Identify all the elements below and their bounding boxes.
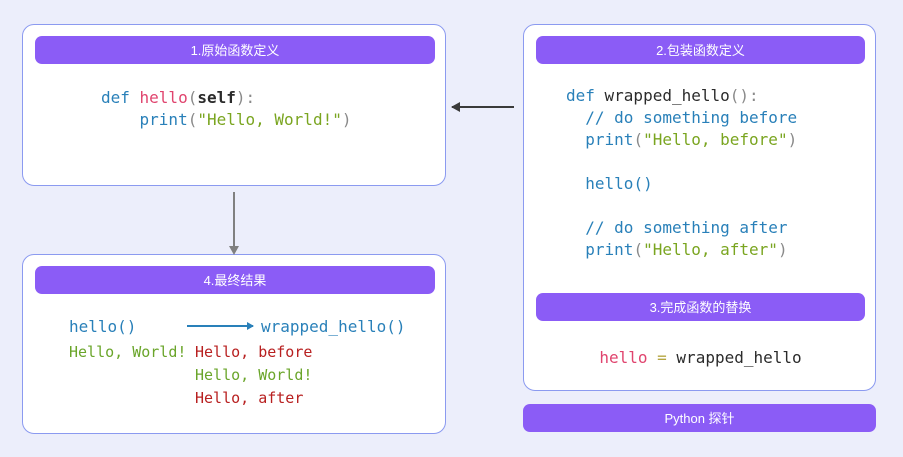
header-function-replacement: 3.完成函数的替换 [536, 293, 865, 321]
code-token: ) [777, 240, 788, 259]
code-token: = [647, 348, 677, 367]
code-token: ): [235, 88, 256, 107]
output-line: Hello, before [195, 343, 313, 361]
code-token [566, 152, 576, 171]
code-token: ( [187, 88, 198, 107]
header-original-function: 1.原始函数定义 [35, 36, 435, 64]
code-token [566, 196, 576, 215]
code-line: // do something before [566, 107, 877, 129]
code-token [566, 130, 585, 149]
code-token: ( [633, 240, 644, 259]
code-token: wrapped_hello [604, 86, 730, 105]
code-token [566, 174, 585, 193]
output-line: Hello, after [195, 389, 304, 407]
code-token: hello [599, 348, 648, 367]
code-token: (): [729, 86, 759, 105]
code-token: // do something before [566, 108, 798, 127]
arrow-original-to-result-icon [229, 192, 239, 255]
code-token: hello [139, 88, 188, 107]
code-line: hello() [566, 173, 877, 195]
output-line: Hello, World! [69, 343, 187, 361]
call-transform-row: hello() wrapped_hello() [69, 311, 447, 341]
code-line: def wrapped_hello(): [566, 85, 877, 107]
code-token: def [566, 86, 605, 105]
code-token [566, 240, 585, 259]
code-wrapper-function: def wrapped_hello(): // do something bef… [524, 85, 877, 261]
code-token: "Hello, after" [643, 240, 778, 259]
call-before-label: hello() [69, 316, 137, 336]
card-final-result: 4.最终结果 hello() wrapped_hello() Hello, Wo… [22, 254, 446, 434]
code-token: ( [187, 110, 198, 129]
code-token: hello [585, 174, 634, 193]
code-token: print [585, 240, 634, 259]
code-token: print [139, 110, 188, 129]
code-line [566, 195, 877, 217]
code-token: ) [341, 110, 352, 129]
arrow-wrapper-to-original-icon [451, 102, 514, 112]
code-token: self [197, 88, 236, 107]
card-wrapper-function: 2.包装函数定义 def wrapped_hello(): // do some… [523, 24, 876, 391]
call-after-label: wrapped_hello() [261, 316, 406, 336]
output-line: Hello, World! [195, 366, 313, 384]
code-line: def hello(self): [101, 87, 447, 109]
code-token: "Hello, World!" [197, 110, 342, 129]
final-result-body: hello() wrapped_hello() Hello, World! He… [23, 311, 447, 410]
code-token: "Hello, before" [643, 130, 788, 149]
card-original-function: 1.原始函数定义 def hello(self): print("Hello, … [22, 24, 446, 186]
code-function-replacement: hello = wrapped_hello [524, 347, 877, 369]
code-line: print("Hello, before") [566, 129, 877, 151]
code-token: def [101, 88, 140, 107]
code-token: () [633, 174, 653, 193]
footer-brand-label: Python 探针 [523, 404, 876, 432]
code-line: print("Hello, after") [566, 239, 877, 261]
code-token: wrapped_hello [676, 348, 802, 367]
code-token [101, 110, 140, 129]
transform-arrow-icon [187, 322, 254, 330]
code-line: hello = wrapped_hello [524, 347, 877, 369]
code-token: ) [787, 130, 798, 149]
header-wrapper-function: 2.包装函数定义 [536, 36, 865, 64]
code-token: // do something after [566, 218, 788, 237]
code-line: // do something after [566, 217, 877, 239]
code-line [566, 151, 877, 173]
code-original-function: def hello(self): print("Hello, World!") [23, 87, 447, 131]
code-line: print("Hello, World!") [101, 109, 447, 131]
code-token: ( [633, 130, 644, 149]
header-final-result: 4.最终结果 [35, 266, 435, 294]
output-left-column: Hello, World! [69, 341, 195, 410]
code-token: print [585, 130, 634, 149]
